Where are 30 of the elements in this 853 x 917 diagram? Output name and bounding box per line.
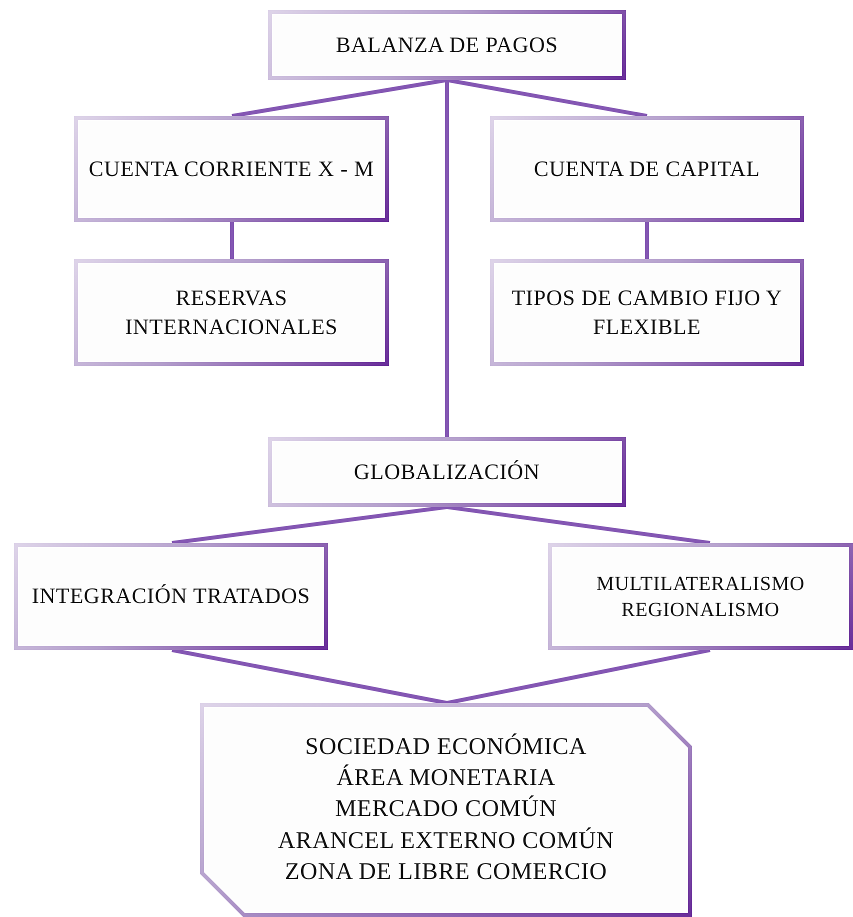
- concept-box: [74, 116, 389, 222]
- connector-line: [645, 222, 649, 259]
- concept-box: [548, 543, 853, 650]
- node-text: TIPOS DE CAMBIO FIJO Y FLEXIBLE: [510, 284, 784, 340]
- concept-box: [14, 543, 328, 650]
- node-text: ARANCEL EXTERNO COMÚN: [278, 826, 614, 856]
- node-text: GLOBALIZACIÓN: [354, 458, 540, 486]
- connector-line: [446, 648, 710, 705]
- connector-line: [172, 648, 448, 705]
- node-text: MULTILATERALISMO REGIONALISMO: [595, 572, 806, 622]
- concept-box: [490, 259, 804, 366]
- connector-line: [446, 78, 648, 118]
- node-text: INTEGRACIÓN TRATADOS: [32, 582, 310, 610]
- node-text: BALANZA DE PAGOS: [336, 30, 558, 59]
- node-text: SOCIEDAD ECONÓMICA: [305, 732, 587, 762]
- concept-box: [268, 10, 626, 80]
- connector-line: [232, 78, 448, 118]
- node-text: ZONA DE LIBRE COMERCIO: [284, 858, 608, 887]
- connector-line: [446, 505, 710, 545]
- node-text: ÁREA MONETARIA: [336, 763, 556, 794]
- connector-line: [230, 222, 234, 259]
- concept-box: [490, 116, 804, 222]
- connector-line: [445, 80, 449, 437]
- concept-box: [74, 259, 389, 366]
- node-text: CUENTA DE CAPITAL: [534, 154, 760, 183]
- node-text: CUENTA CORRIENTE X - M: [88, 154, 374, 183]
- connector-line: [172, 505, 448, 545]
- concept-box: [268, 437, 626, 507]
- node-text: MERCADO COMÚN: [335, 794, 557, 824]
- node-text: RESERVAS INTERNACIONALES: [124, 284, 339, 340]
